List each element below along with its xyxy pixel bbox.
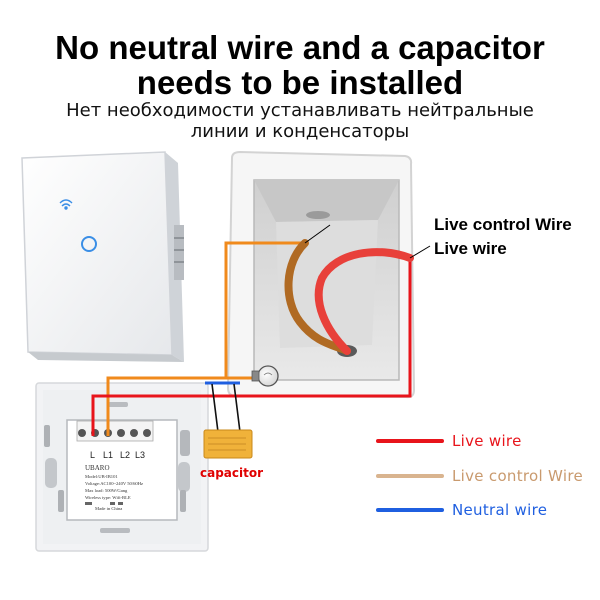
terminal-label-l1: L1 — [103, 450, 113, 460]
box-live-wire — [314, 248, 414, 355]
module-printed-text: UBARO Model:UB-IB101 Voltage:AC100~240V … — [85, 464, 143, 511]
callout-line-live — [409, 245, 431, 259]
legend-swatches — [376, 439, 444, 512]
module-voltage: Voltage:AC100~240V 50/60Hz — [85, 481, 143, 486]
certification-marks — [85, 502, 123, 505]
title-line-2: needs to be installed — [136, 64, 464, 101]
wifi-icon — [59, 199, 73, 210]
subtitle-line-2: линии и конденсаторы — [190, 121, 410, 142]
switch-front-panel — [21, 151, 184, 362]
callout-line-control — [304, 224, 331, 244]
module-max-load: Max load: 500W/Gang — [85, 488, 128, 493]
page-title: No neutral wire and a capacitor needs to… — [0, 30, 600, 100]
capacitor-icon — [203, 429, 253, 459]
touch-button-ring — [81, 236, 97, 252]
title-line-1: No neutral wire and a capacitor — [55, 29, 545, 66]
capacitor-leads — [211, 383, 241, 433]
terminal-labels: L L1 L2 L3 — [90, 450, 145, 460]
subtitle-line-1: Нет необходимости устанавливать нейтраль… — [66, 100, 534, 121]
callout-live-control-wire: Live control Wire — [434, 215, 572, 234]
module-model: Model:UB-IB101 — [85, 474, 118, 479]
bulb-icon — [251, 365, 279, 387]
live-wire-red — [91, 258, 412, 436]
legend-label-neutral: Neutral wire — [452, 501, 548, 519]
box-control-wire — [284, 239, 351, 355]
legend-label-live: Live wire — [452, 432, 522, 450]
module-wireless: Wireless type: Wifi-BLE — [85, 495, 131, 500]
page-subtitle: Нет необходимости устанавливать нейтраль… — [0, 100, 600, 142]
terminal-label-l3: L3 — [135, 450, 145, 460]
module-brand: UBARO — [85, 464, 110, 472]
terminal-label-l: L — [90, 450, 95, 460]
terminal-label-l2: L2 — [120, 450, 130, 460]
legend-label-control: Live control Wire — [452, 467, 583, 485]
module-made-in: Made in China — [95, 506, 122, 511]
capacitor-label: capacitor — [200, 466, 264, 480]
callout-live-wire: Live wire — [434, 239, 507, 258]
live-control-wire-orange — [106, 241, 303, 436]
